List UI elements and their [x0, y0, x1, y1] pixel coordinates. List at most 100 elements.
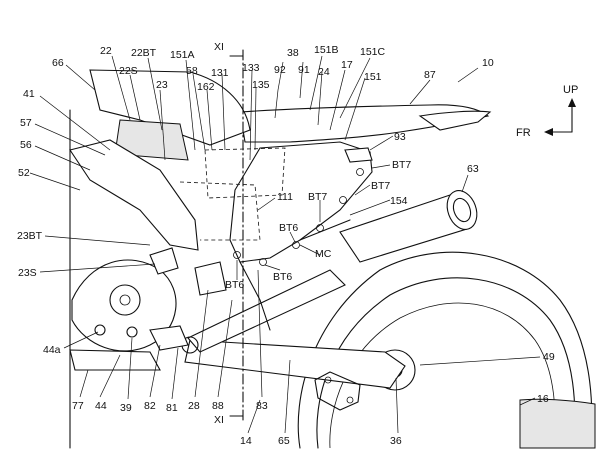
skid-plate: [69, 349, 161, 371]
label-23: 23: [156, 79, 168, 91]
lead-bt6-a: [289, 231, 296, 243]
lead-14: [247, 399, 261, 434]
lead-22: [111, 55, 131, 121]
label-22: 22: [100, 45, 112, 57]
crank-center: [119, 294, 131, 306]
lead-22bt: [147, 57, 163, 131]
crank-cover: [109, 284, 141, 316]
brake-bracket: [314, 371, 361, 411]
lead-135: [254, 87, 257, 151]
lead-131: [221, 73, 226, 151]
label-14: 14: [240, 435, 252, 447]
label-41: 41: [23, 88, 35, 100]
subframe: [299, 219, 351, 241]
label-bt6-lower: BT6: [273, 271, 292, 283]
swing-arm-body: [184, 339, 406, 389]
lead-151: [344, 77, 366, 141]
label-38: 38: [287, 47, 299, 59]
bolt-bt6-b: [292, 241, 300, 249]
lead-23bt: [44, 235, 151, 246]
lead-151a: [185, 59, 196, 151]
label-10: 10: [482, 57, 494, 69]
lead-154: [349, 199, 391, 216]
lead-23: [159, 89, 166, 161]
lead-162: [206, 89, 213, 151]
up-arrow-head: [568, 98, 576, 107]
bolt-bt7-c: [356, 168, 364, 176]
lead-58: [192, 73, 206, 151]
internal-hidden: [179, 181, 261, 241]
label-52: 52: [18, 167, 30, 179]
frame-down: [239, 261, 271, 331]
label-22s: 22S: [119, 65, 138, 77]
label-151c: 151C: [360, 46, 386, 58]
label-44: 44: [95, 400, 107, 412]
lead-92: [274, 61, 284, 119]
label-bt7-right: BT7: [392, 159, 411, 171]
lead-65: [284, 359, 291, 434]
label-28: 28: [188, 400, 200, 412]
fr-arrow-head: [544, 128, 553, 136]
bolt-39: [126, 326, 138, 338]
lead-81: [171, 347, 179, 400]
lead-87: [409, 79, 431, 105]
lead-16: [519, 397, 536, 406]
label-22bt: 22BT: [131, 47, 157, 59]
bracket-bolt-a: [324, 376, 332, 384]
lead-91: [299, 61, 304, 99]
lead-22s: [129, 74, 141, 121]
muffler-outlet: [452, 197, 472, 223]
lead-63: [461, 174, 469, 193]
lead-133: [249, 69, 253, 161]
label-xi-top: XI: [214, 41, 224, 53]
label-xi-bottom: XI: [214, 414, 224, 426]
lead-56: [34, 145, 91, 171]
label-154: 154: [390, 195, 408, 207]
lead-mc: [299, 244, 321, 256]
label-66: 66: [52, 57, 64, 69]
label-bt7-middle: BT7: [371, 180, 390, 192]
lead-36: [395, 377, 399, 434]
label-17: 17: [341, 59, 353, 71]
bracket-bolt-b: [346, 396, 354, 404]
label-39: 39: [120, 402, 132, 414]
label-83: 83: [256, 400, 268, 412]
shroud-52: [69, 139, 199, 251]
label-16: 16: [537, 393, 549, 405]
lead-151c: [339, 57, 371, 119]
label-151b: 151B: [314, 44, 339, 56]
front-section: [69, 69, 251, 449]
bolt-bt7-b: [316, 224, 324, 232]
leader-lines: [29, 55, 541, 434]
battery-box-hidden: [204, 147, 286, 199]
muffler-end: [446, 190, 478, 230]
label-93: 93: [394, 131, 406, 143]
lead-93: [369, 135, 394, 151]
label-111: 111: [277, 191, 293, 203]
lead-44: [99, 354, 121, 398]
lead-24: [317, 71, 323, 126]
fr-label: FR: [516, 127, 531, 139]
seat: [239, 104, 490, 143]
lead-66: [65, 64, 96, 91]
label-44a: 44a: [43, 344, 61, 356]
rear-fender-tip: [418, 110, 492, 131]
lead-10: [457, 67, 479, 83]
label-56: 56: [20, 139, 32, 151]
lead-57: [34, 123, 106, 156]
mount-82: [149, 325, 189, 351]
label-131: 131: [211, 67, 229, 79]
rear-rim: [329, 302, 556, 449]
lead-bt7-r: [371, 164, 391, 169]
bracket-23s: [149, 247, 179, 275]
label-92: 92: [274, 64, 286, 76]
lead-111: [257, 197, 276, 211]
reference-labels: 10 87 38 92 91 151B 151C 24 17 151 93 BT…: [17, 41, 555, 447]
engine-case: [71, 259, 177, 352]
label-49: 49: [543, 351, 555, 363]
lead-bt7-m: [354, 184, 371, 196]
label-135: 135: [252, 79, 270, 91]
label-151a: 151A: [170, 49, 195, 61]
label-bt7-left: BT7: [308, 191, 327, 203]
